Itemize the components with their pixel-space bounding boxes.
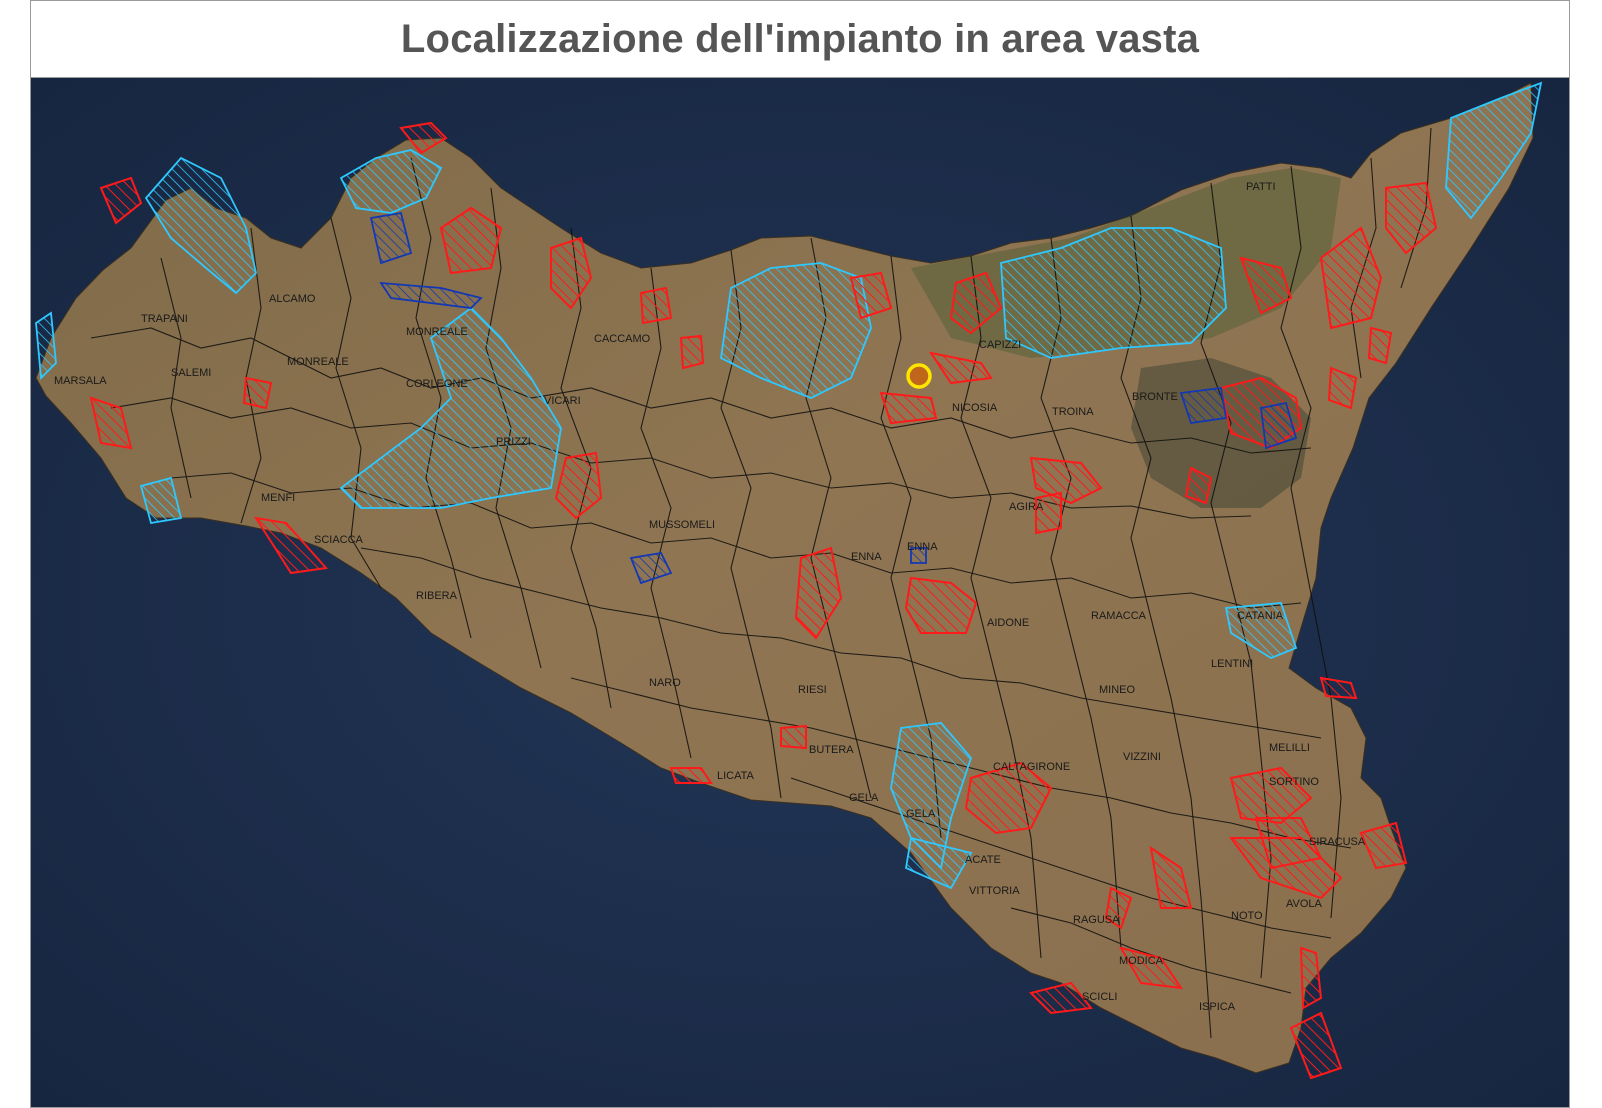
town-label: SALEMI xyxy=(171,367,211,379)
town-label: VIZZINI xyxy=(1123,751,1161,763)
map-frame: Localizzazione dell'impianto in area vas… xyxy=(30,0,1570,1108)
town-label: ACATE xyxy=(965,854,1001,866)
town-label: MONREALE xyxy=(406,326,468,338)
town-label: GELA xyxy=(849,792,879,804)
town-label: SIRACUSA xyxy=(1309,836,1366,848)
town-label: CORLEONE xyxy=(406,378,468,390)
page-title: Localizzazione dell'impianto in area vas… xyxy=(400,16,1200,61)
town-label: CATANIA xyxy=(1237,610,1284,622)
town-label: MUSSOMELI xyxy=(649,519,715,531)
town-label: RIESI xyxy=(798,684,827,696)
cyan-protected-areas xyxy=(35,81,1543,890)
town-label: LENTINI xyxy=(1211,658,1253,670)
town-label: PATTI xyxy=(1246,181,1276,193)
title-bar: Localizzazione dell'impianto in area vas… xyxy=(31,1,1569,78)
town-label: RIBERA xyxy=(416,590,458,602)
town-label: CAPIZZI xyxy=(979,339,1021,351)
town-label: VICARI xyxy=(544,395,581,407)
red-constraint-areas xyxy=(89,121,1438,1080)
town-label: SORTINO xyxy=(1269,776,1319,788)
town-label: NICOSIA xyxy=(952,402,998,414)
town-label: SCIACCA xyxy=(314,534,364,546)
town-label: ALCAMO xyxy=(269,293,316,305)
town-label: BUTERA xyxy=(809,744,854,756)
town-label: RAMACCA xyxy=(1091,610,1147,622)
town-label: AVOLA xyxy=(1286,898,1323,910)
town-labels: PATTI TRAPANI ALCAMO MONREALE MONREALE C… xyxy=(54,181,1366,1013)
town-label: SCICLI xyxy=(1082,991,1117,1003)
town-label: MENFI xyxy=(261,492,295,504)
town-label: CALTAGIRONE xyxy=(993,761,1070,773)
town-label: AGIRA xyxy=(1009,501,1044,513)
town-label: TROINA xyxy=(1052,406,1094,418)
town-label: MONREALE xyxy=(287,356,349,368)
navy-areas xyxy=(369,211,1298,585)
town-label: NOTO xyxy=(1231,910,1263,922)
town-label: AIDONE xyxy=(987,617,1029,629)
town-label: ENNA xyxy=(851,551,882,563)
town-label: ISPICA xyxy=(1199,1001,1236,1013)
town-label: MODICA xyxy=(1119,955,1164,967)
town-label: NARO xyxy=(649,677,681,689)
town-label: MELILLI xyxy=(1269,742,1310,754)
town-label: BRONTE xyxy=(1132,391,1178,403)
town-label: ENNA xyxy=(907,541,938,553)
town-label: PRIZZI xyxy=(496,436,531,448)
town-label: MINEO xyxy=(1099,684,1136,696)
map-view[interactable]: PATTI TRAPANI ALCAMO MONREALE MONREALE C… xyxy=(31,78,1569,1107)
town-label: LICATA xyxy=(717,770,755,782)
town-label: CACCAMO xyxy=(594,333,651,345)
town-label: TRAPANI xyxy=(141,313,188,325)
town-label: VITTORIA xyxy=(969,885,1020,897)
town-label: RAGUSA xyxy=(1073,914,1120,926)
project-site-marker-icon[interactable] xyxy=(906,363,932,389)
town-label: GELA xyxy=(906,808,936,820)
town-label: MARSALA xyxy=(54,375,107,387)
